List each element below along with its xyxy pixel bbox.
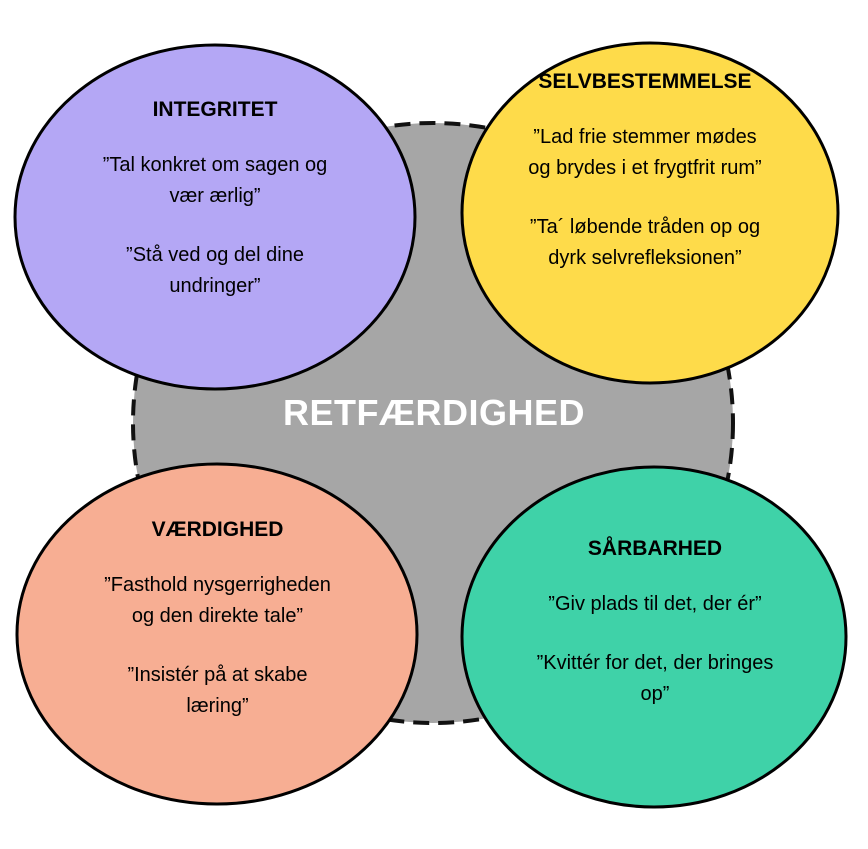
selvbestemmelse-title: SELVBESTEMMELSE (538, 70, 752, 93)
saarbarhed-title: SÅRBARHED (587, 537, 723, 560)
selvbestemmelse-quote-1: ”Lad frie stemmer mødes og brydes i et f… (528, 126, 762, 179)
integritet-circle (13, 43, 417, 391)
center-label: RETFÆRDIGHED (283, 392, 585, 433)
vaerdighed-text: VÆRDIGHED ”Fasthold nysgerrigheden og de… (95, 518, 340, 722)
selvbestemmelse-quote-2: ”Ta´ løbende tråden op og dyrk selvrefle… (529, 216, 761, 269)
saarbarhed-quote-2: ”Kvittér for det, der bringes op” (536, 652, 774, 705)
vaerdighed-circle (15, 462, 419, 806)
integritet-quote-1: ”Tal konkret om sagen og vær ærlig” (102, 154, 328, 207)
integritet-title: INTEGRITET (152, 98, 278, 121)
vaerdighed-title: VÆRDIGHED (151, 518, 284, 541)
saarbarhed-quote-1: ”Giv plads til det, der ér” (548, 593, 762, 615)
selvbestemmelse-circle (460, 41, 840, 385)
integritet-text: INTEGRITET ”Tal konkret om sagen og vær … (95, 98, 335, 302)
selvbestemmelse-text: SELVBESTEMMELSE ”Lad frie stemmer mødes … (520, 70, 770, 274)
integritet-quote-2: ”Stå ved og del dine undringer” (126, 244, 304, 297)
vaerdighed-quote-1: ”Fasthold nysgerrigheden og den direkte … (104, 574, 331, 627)
vaerdighed-quote-2: ”Insistér på at skabe læring” (127, 664, 308, 717)
saarbarhed-text: SÅRBARHED ”Giv plads til det, der ér” ”K… (535, 537, 775, 710)
saarbarhed-circle (460, 465, 848, 809)
